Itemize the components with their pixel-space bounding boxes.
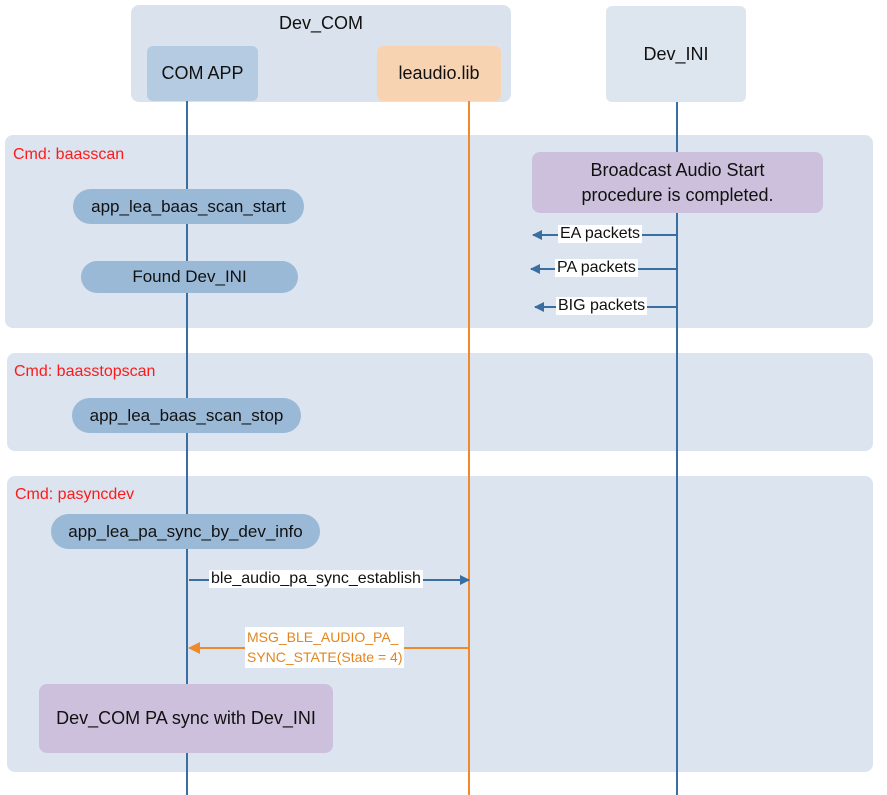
sync-state-label-line1: MSG_BLE_AUDIO_PA_ — [247, 629, 399, 645]
pa-packets-label: PA packets — [555, 259, 638, 277]
pa-sync-result-note: Dev_COM PA sync with Dev_INI — [39, 684, 333, 753]
com-app-participant: COM APP — [147, 46, 258, 101]
dev-com-title: Dev_COM — [278, 12, 363, 33]
broadcast-start-note-line2: procedure is completed. — [581, 184, 774, 205]
scan-stop-pill: app_lea_baas_scan_stop — [72, 398, 301, 433]
ea-packets-label: EA packets — [558, 225, 643, 243]
cmd-label-baasstopscan: Cmd: baasstopscan — [14, 363, 156, 380]
cmd-label-pasyncdev: Cmd: pasyncdev — [15, 486, 135, 503]
sync-state-label-line2: SYNC_STATE(State = 4) — [247, 649, 403, 666]
leaudio-lib-participant: leaudio.lib — [377, 46, 501, 101]
dev-ini-participant: Dev_INI — [606, 6, 746, 102]
big-packets-label: BIG packets — [556, 297, 648, 315]
sync-state-label: MSG_BLE_AUDIO_PA_ SYNC_STATE(State = 4) — [245, 627, 405, 668]
establish-label: ble_audio_pa_sync_establish — [209, 570, 423, 588]
cmd-label-baasscan: Cmd: baasscan — [13, 146, 125, 163]
broadcast-start-note: Broadcast Audio Start procedure is compl… — [532, 152, 823, 213]
broadcast-start-note-line1: Broadcast Audio Start — [590, 160, 765, 181]
scan-start-pill: app_lea_baas_scan_start — [73, 189, 304, 224]
found-dev-ini-pill: Found Dev_INI — [81, 261, 298, 293]
pa-sync-by-dev-info-pill: app_lea_pa_sync_by_dev_info — [51, 514, 320, 549]
